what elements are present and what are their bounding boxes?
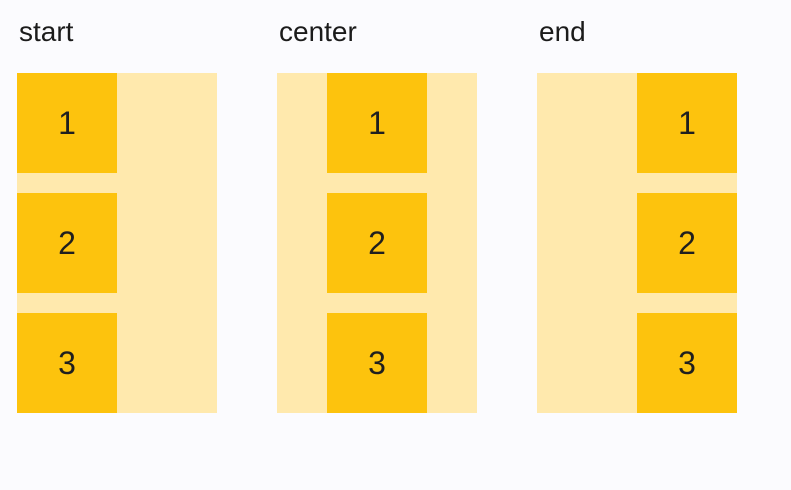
grid-container-start: 1 2 3 — [17, 73, 217, 413]
grid-item: 3 — [327, 313, 427, 413]
example-label-start: start — [19, 16, 74, 47]
example-column-center: center 1 2 3 — [277, 14, 477, 413]
grid-item: 1 — [17, 73, 117, 173]
example-column-start: start 1 2 3 — [17, 14, 217, 413]
alignment-examples-row: start 1 2 3 center 1 2 3 end 1 2 3 — [17, 14, 737, 413]
grid-container-end: 1 2 3 — [537, 73, 737, 413]
grid-item: 3 — [17, 313, 117, 413]
example-label-end: end — [539, 16, 586, 47]
grid-container-center: 1 2 3 — [277, 73, 477, 413]
grid-item: 1 — [327, 73, 427, 173]
grid-item: 2 — [327, 193, 427, 293]
example-label-center: center — [279, 16, 357, 47]
grid-item: 3 — [637, 313, 737, 413]
grid-item: 2 — [17, 193, 117, 293]
grid-item: 1 — [637, 73, 737, 173]
grid-item: 2 — [637, 193, 737, 293]
example-column-end: end 1 2 3 — [537, 14, 737, 413]
